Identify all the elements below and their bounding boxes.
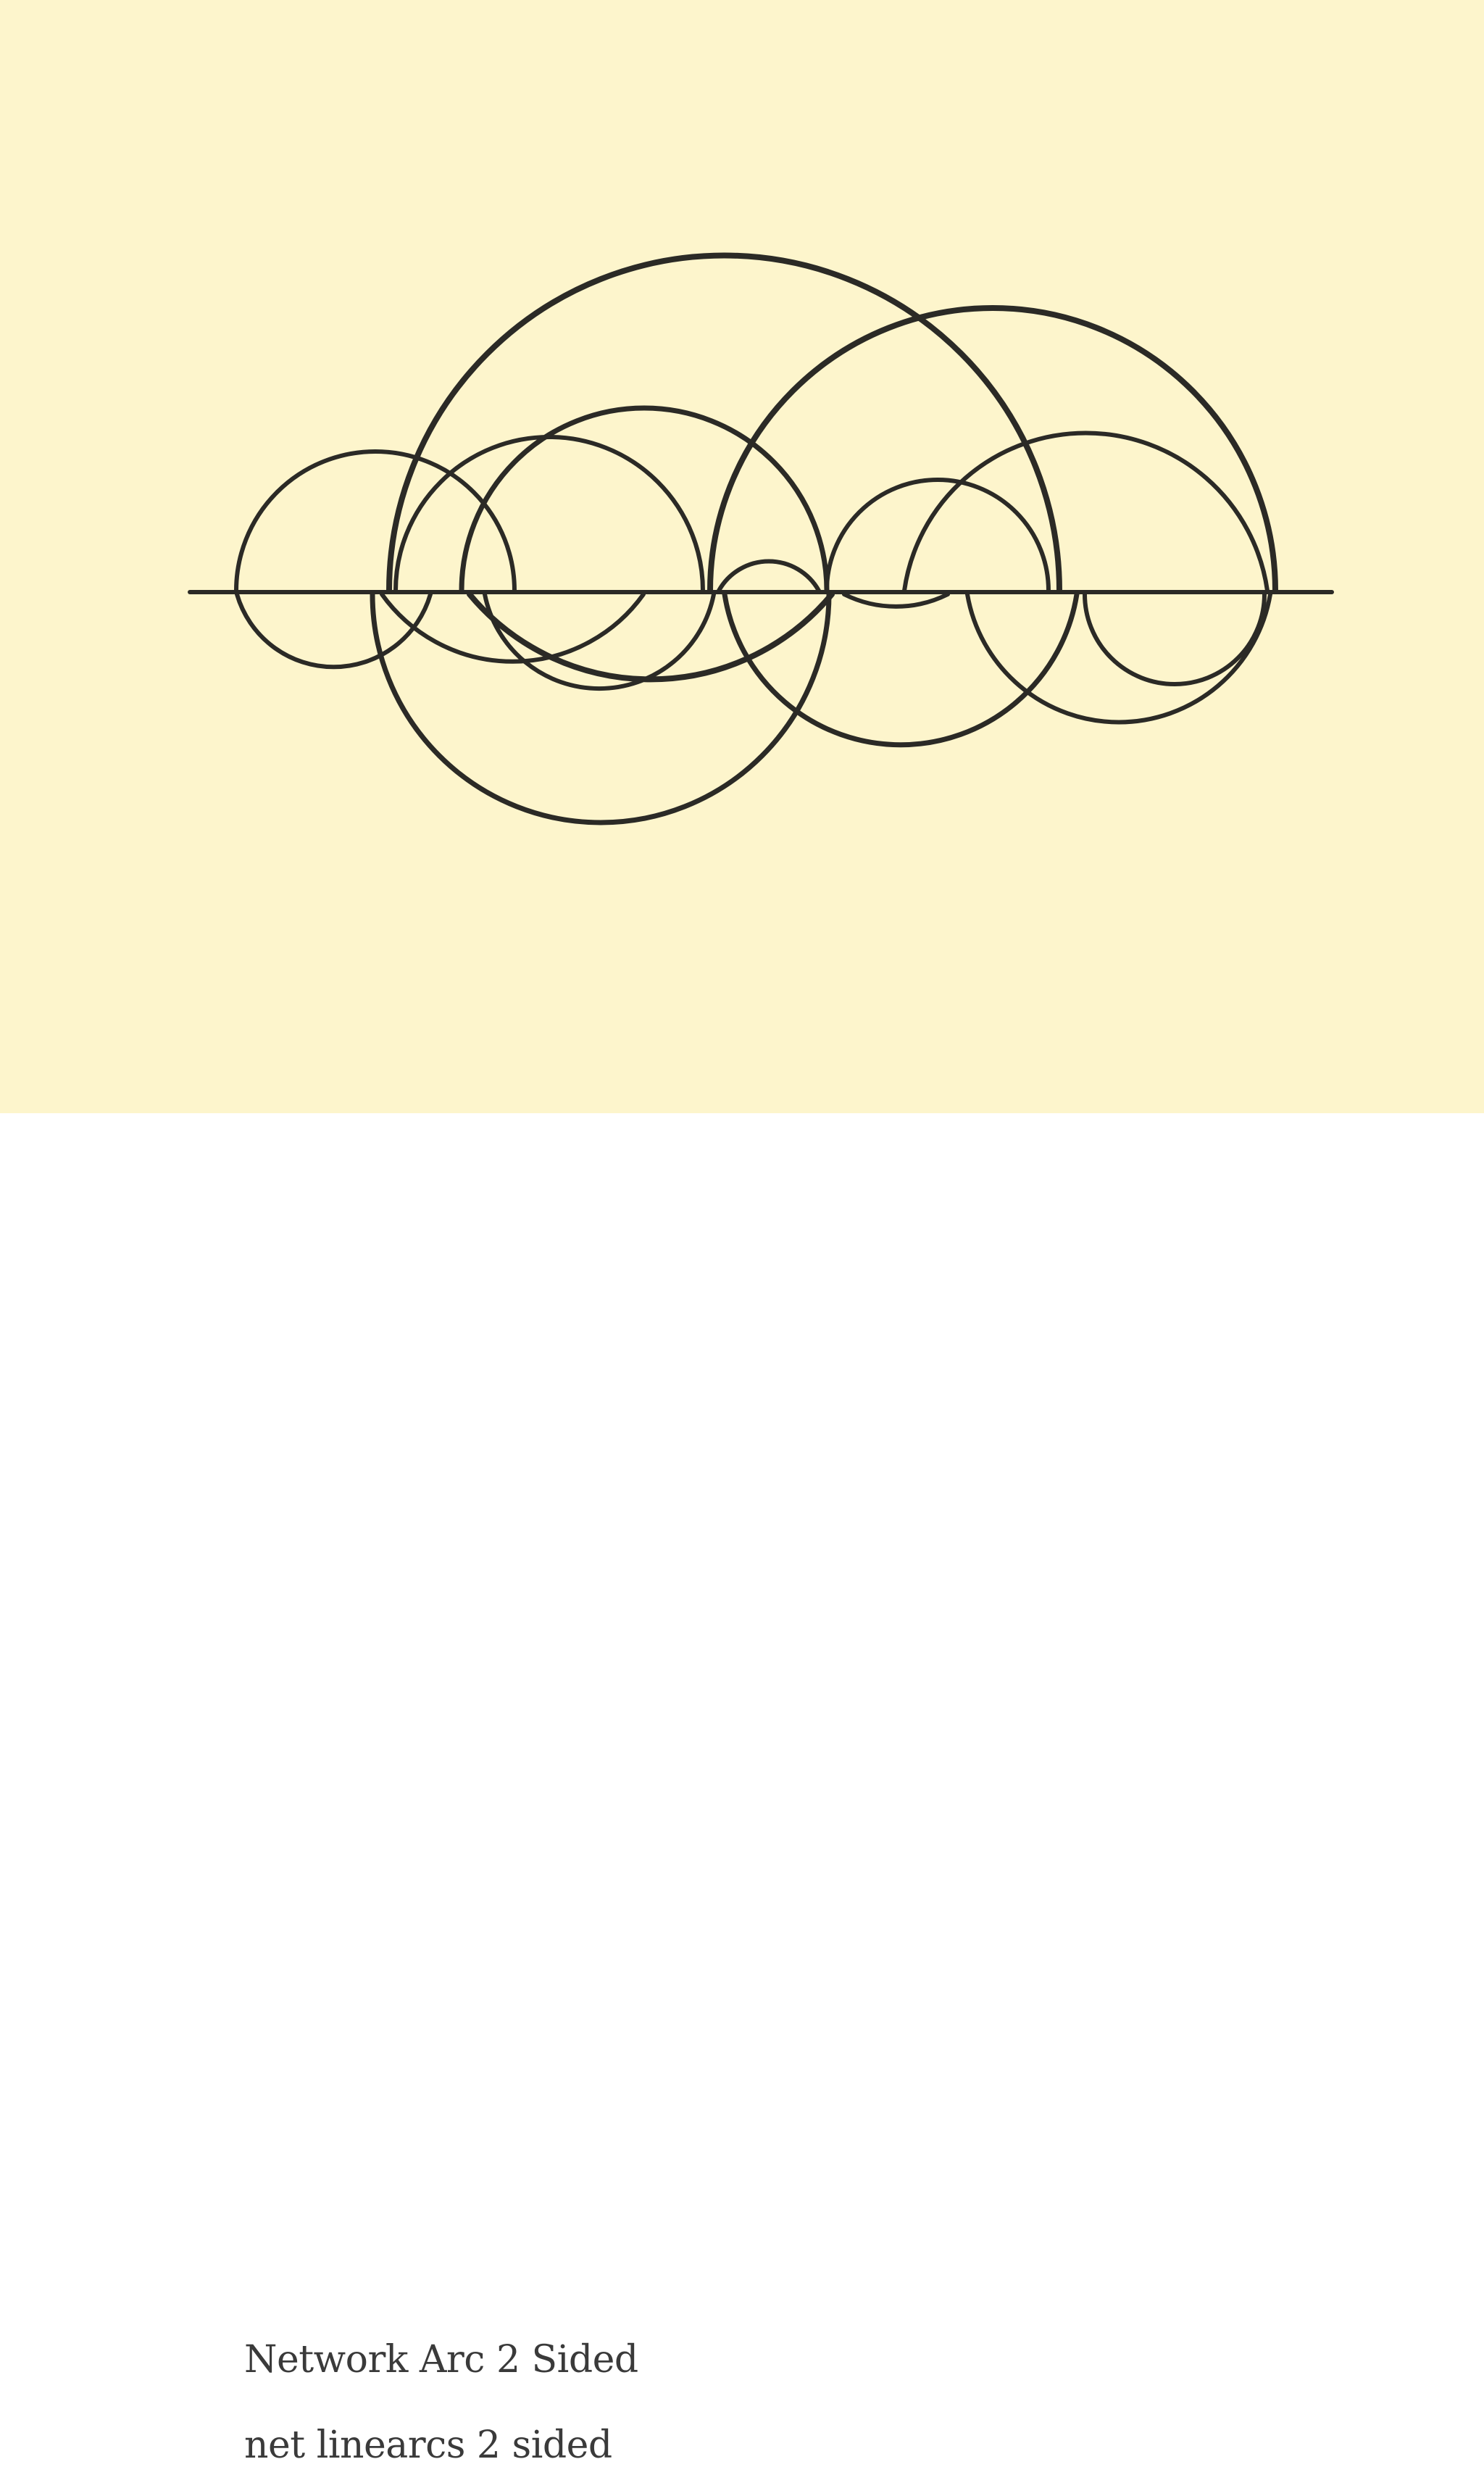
upper-arc (825, 478, 1051, 593)
upper-arc (386, 252, 1062, 594)
diagram-title: Network Arc 2 Sided (244, 2338, 638, 2381)
network-arc-diagram (188, 252, 1334, 825)
lower-arc (235, 592, 433, 670)
lower-arc (483, 592, 716, 691)
upper-arc (234, 449, 517, 593)
upper-arc (459, 405, 830, 594)
lower-arc (1083, 592, 1267, 686)
upper-arc (707, 305, 1278, 594)
lower-arc (722, 591, 1080, 748)
upper-arc (717, 559, 821, 593)
lower-arc (370, 591, 832, 825)
lower-arc (965, 592, 1272, 725)
upper-arc (393, 435, 705, 593)
upper-arc (902, 430, 1270, 593)
lower-arc (380, 592, 646, 664)
caption-panel: Network Arc 2 Sided net linearcs 2 sided (0, 1113, 1484, 2467)
lower-arc (842, 592, 950, 609)
diagram-subtitle: net linearcs 2 sided (244, 2424, 612, 2467)
lower-arc (467, 591, 835, 683)
illustration-panel (0, 0, 1484, 1113)
